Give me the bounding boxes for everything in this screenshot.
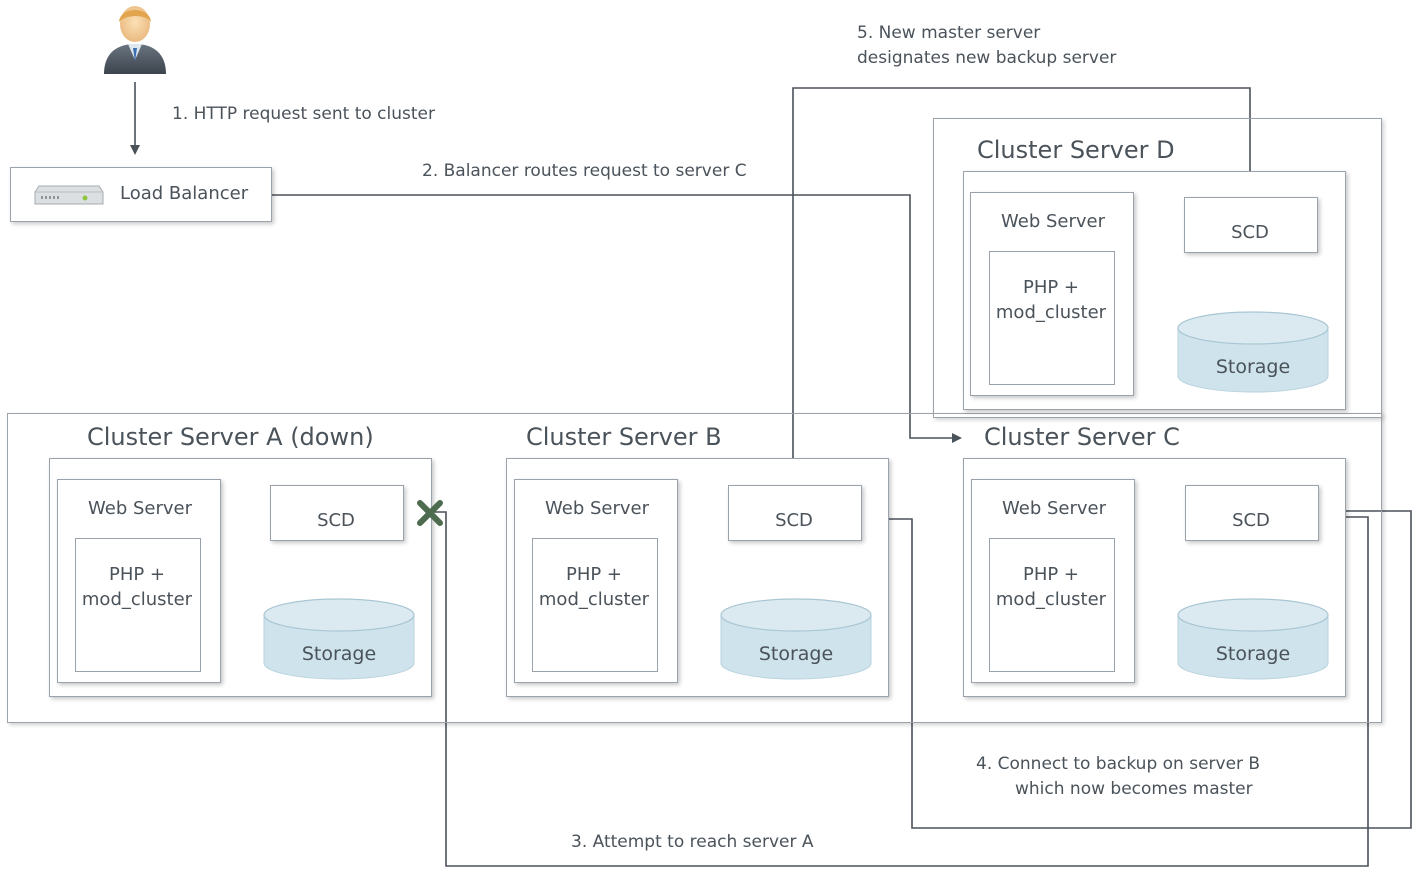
storage-c-label: Storage [1215,643,1291,665]
annotation-step-5-line-1: 5. New master server [857,23,1041,43]
cluster-abc-outer-frame [7,413,1382,723]
web-server-d-box: Web Server PHP + mod_cluster [970,192,1134,396]
scd-c-label: SCD [1232,510,1270,531]
scd-b-label: SCD [775,510,813,531]
arrow-c-to-b [860,510,1412,829]
user-icon [100,2,170,76]
scd-d-box: SCD [1184,197,1318,253]
cluster-server-d-panel: Web Server PHP + mod_cluster SCD Storage [963,171,1346,410]
php-a-line-1: PHP + [108,564,166,585]
php-c-line-1: PHP + [1022,564,1080,585]
php-a-line-2: mod_cluster [81,589,193,610]
php-d-line-1: PHP + [1022,277,1080,298]
load-balancer-icon [33,182,105,208]
php-module-b-box: PHP + mod_cluster [532,538,658,672]
annotation-step-3: 3. Attempt to reach server A [571,832,814,852]
annotation-step-4-line-2: which now becomes master [1015,779,1253,799]
php-module-c-box: PHP + mod_cluster [989,538,1115,672]
scd-a-box: SCD [270,485,404,541]
web-server-c-box: Web Server PHP + mod_cluster [971,479,1135,683]
failure-x-icon [416,499,444,527]
storage-d-label: Storage [1215,356,1291,378]
load-balancer-label: Load Balancer [120,183,249,204]
scd-b-box: SCD [728,485,862,541]
cluster-server-d-title: Cluster Server D [977,136,1175,164]
storage-c-cylinder: Storage [1177,597,1329,681]
storage-d-cylinder: Storage [1177,310,1329,394]
php-b-line-2: mod_cluster [538,589,650,610]
annotation-step-1: 1. HTTP request sent to cluster [172,104,436,124]
storage-b-label: Storage [758,643,834,665]
web-server-b-label: Web Server [545,498,649,519]
cluster-server-a-panel: Web Server PHP + mod_cluster SCD Storage [49,458,432,697]
load-balancer-box: Load Balancer [10,167,272,222]
cluster-server-b-title: Cluster Server B [526,423,722,451]
cluster-server-a-title: Cluster Server A (down) [87,423,374,451]
arrow-balancer-to-server-c [272,194,962,443]
scd-a-label: SCD [317,510,355,531]
cluster-server-b-panel: Web Server PHP + mod_cluster SCD Storage [506,458,889,697]
php-module-a-box: PHP + mod_cluster [75,538,201,672]
php-d-line-2: mod_cluster [995,302,1107,323]
arrow-c-to-a [403,507,1369,867]
cluster-d-outer-frame [933,118,1382,418]
cluster-server-c-panel: Web Server PHP + mod_cluster SCD Storage [963,458,1346,697]
annotation-step-2: 2. Balancer routes request to server C [422,161,747,181]
php-c-line-2: mod_cluster [995,589,1107,610]
web-server-b-box: Web Server PHP + mod_cluster [514,479,678,683]
storage-b-cylinder: Storage [720,597,872,681]
scd-c-box: SCD [1185,485,1319,541]
annotation-step-4-line-1: 4. Connect to backup on server B [976,754,1261,774]
php-module-d-box: PHP + mod_cluster [989,251,1115,385]
storage-a-label: Storage [301,643,377,665]
cluster-server-c-title: Cluster Server C [984,423,1180,451]
web-server-a-label: Web Server [88,498,192,519]
annotation-step-5-line-2: designates new backup server [857,48,1117,68]
web-server-c-label: Web Server [1002,498,1106,519]
web-server-a-box: Web Server PHP + mod_cluster [57,479,221,683]
storage-a-cylinder: Storage [263,597,415,681]
arrow-b-to-d [792,87,1255,484]
php-b-line-1: PHP + [565,564,623,585]
scd-d-label: SCD [1231,222,1269,243]
web-server-d-label: Web Server [1001,211,1105,232]
